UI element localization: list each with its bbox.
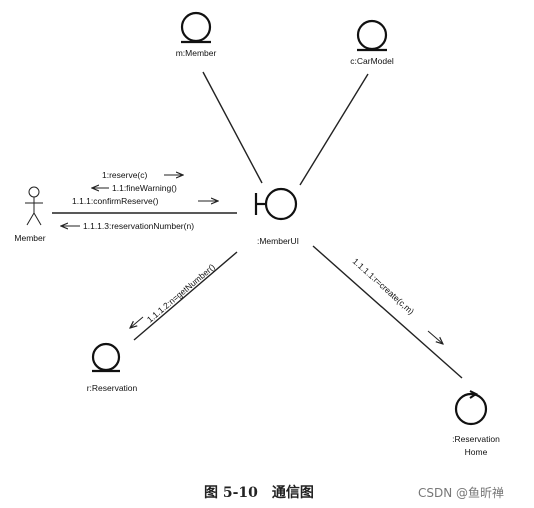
message-finewarning-label: 1.1:fineWarning() bbox=[112, 183, 177, 193]
actor-member-label: Member bbox=[14, 233, 45, 243]
message-reservationnumber-label: 1.1.1.3:reservationNumber(n) bbox=[83, 221, 194, 231]
message-getnumber-label: 1.1.1.2:n=getNumber() bbox=[145, 262, 217, 325]
message-getnumber-arrow bbox=[130, 316, 144, 328]
message-create: 1.1.1.1:r=create(c,m) bbox=[351, 256, 443, 344]
message-create-arrow bbox=[427, 330, 443, 344]
entity-carmodel-icon bbox=[356, 19, 388, 51]
control-icon bbox=[454, 390, 488, 426]
message-getnumber: 1.1.1.2:n=getNumber() bbox=[130, 262, 217, 328]
message-reservationnumber: 1.1.1.3:reservationNumber(n) bbox=[61, 221, 194, 231]
actor-stick-figure-icon bbox=[25, 186, 43, 226]
message-confirmreserve: 1.1.1:confirmReserve() bbox=[72, 196, 218, 206]
entity-carmodel-label: c:CarModel bbox=[350, 56, 394, 66]
boundary-icon bbox=[254, 187, 298, 221]
actor-member-node[interactable]: Member bbox=[14, 186, 46, 243]
link-boundary-control bbox=[312, 245, 463, 379]
message-confirmreserve-label: 1.1.1:confirmReserve() bbox=[72, 196, 159, 206]
message-create-label: 1.1.1.1:r=create(c,m) bbox=[351, 256, 417, 316]
entity-reservation-node[interactable]: r:Reservation bbox=[87, 342, 138, 393]
link-member-entity bbox=[202, 71, 263, 184]
entity-member-icon bbox=[180, 11, 212, 43]
control-label-line2: Home bbox=[465, 447, 488, 457]
entity-reservation-icon bbox=[91, 342, 121, 372]
boundary-memberui-node[interactable]: :MemberUI bbox=[254, 187, 299, 246]
control-reservationhome-node[interactable]: :Reservation Home bbox=[452, 390, 500, 457]
entity-member-node[interactable]: m:Member bbox=[176, 11, 217, 58]
entity-carmodel-node[interactable]: c:CarModel bbox=[350, 19, 394, 66]
link-boundary-reservation bbox=[133, 251, 238, 341]
entity-member-label: m:Member bbox=[176, 48, 217, 58]
boundary-memberui-label: :MemberUI bbox=[257, 236, 299, 246]
watermark: CSDN @鱼昕禅 bbox=[418, 486, 504, 500]
message-reserve: 1:reserve(c) bbox=[102, 170, 183, 180]
entity-reservation-label: r:Reservation bbox=[87, 383, 138, 393]
message-finewarning: 1.1:fineWarning() bbox=[92, 183, 177, 193]
message-reserve-label: 1:reserve(c) bbox=[102, 170, 148, 180]
figure-caption: 图 5-10 通信图 bbox=[204, 484, 314, 501]
control-label-line1: :Reservation bbox=[452, 434, 500, 444]
link-carmodel-entity bbox=[299, 73, 369, 186]
